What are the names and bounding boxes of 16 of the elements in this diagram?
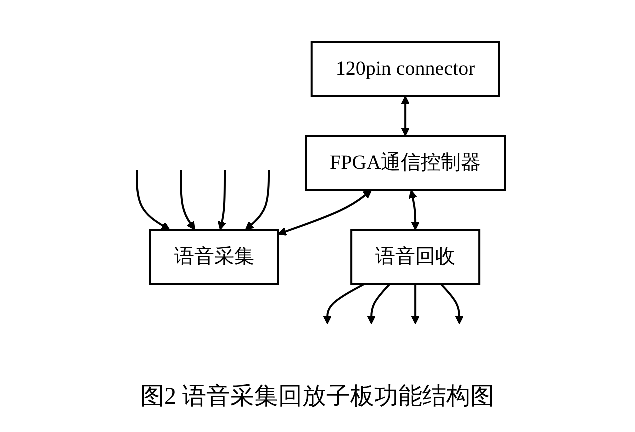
arrow <box>367 283 391 324</box>
arrow <box>323 283 366 324</box>
arrow <box>180 170 196 230</box>
arrow <box>440 283 464 324</box>
arrow <box>408 190 420 230</box>
node-box: FPGA通信控制器 <box>304 135 506 191</box>
figure-caption: 图2 语音采集回放子板功能结构图 <box>140 384 494 410</box>
node-box: 120pin connector <box>310 41 500 97</box>
arrow <box>245 170 270 230</box>
arrow <box>401 96 410 136</box>
arrow <box>411 284 420 324</box>
arrow <box>136 170 170 230</box>
arrow <box>218 170 226 230</box>
node-box: 语音回收 <box>350 229 480 285</box>
arrow <box>278 190 372 236</box>
node-box: 语音采集 <box>149 229 280 285</box>
